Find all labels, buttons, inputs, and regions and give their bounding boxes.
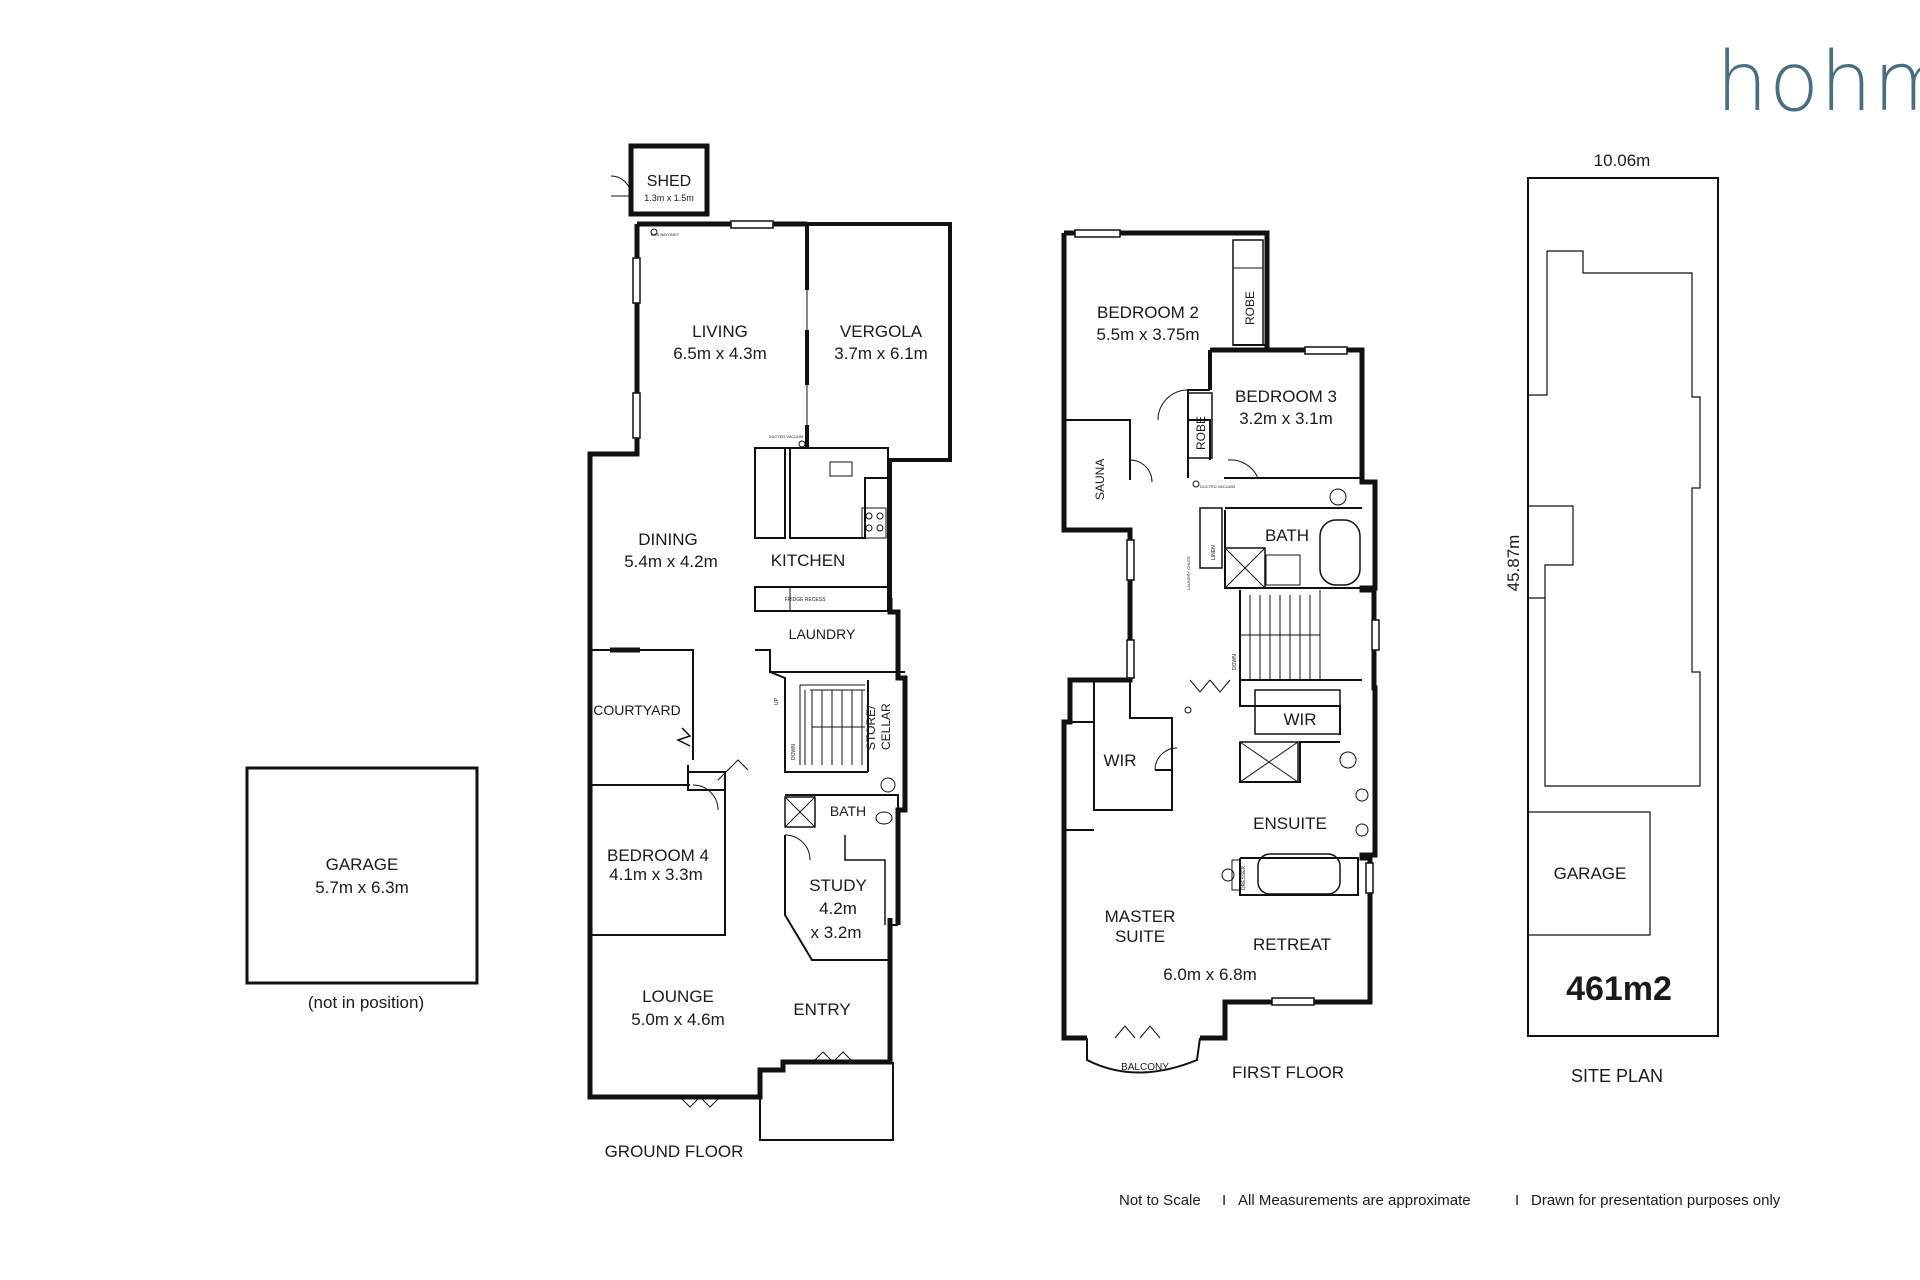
study-label: STUDY bbox=[809, 876, 867, 895]
footer-separator-2: I bbox=[1515, 1192, 1519, 1209]
site-depth-label: 45.87m bbox=[1504, 535, 1523, 592]
living-dims: 6.5m x 4.3m bbox=[673, 344, 767, 363]
balcony-label: BALCONY bbox=[1121, 1062, 1169, 1073]
bedroom3-robe-label: ROBE bbox=[1194, 416, 1208, 450]
footer-separator-1: I bbox=[1222, 1192, 1226, 1209]
site-plan-title: SITE PLAN bbox=[1571, 1066, 1663, 1086]
shed-dims: 1.3m x 1.5m bbox=[644, 193, 694, 203]
dining-dims: 5.4m x 4.2m bbox=[624, 552, 718, 571]
garage-label: GARAGE bbox=[326, 855, 399, 874]
retreat-label: RETREAT bbox=[1253, 935, 1331, 954]
stair-up-label: UP bbox=[774, 697, 780, 705]
master-dims: 6.0m x 6.8m bbox=[1163, 965, 1257, 984]
site-area-label: 461m2 bbox=[1566, 970, 1672, 1008]
ducted-vacuum-icon bbox=[798, 440, 806, 448]
ground-bath-label: BATH bbox=[830, 803, 866, 819]
dresser-label: DRESSER bbox=[1241, 865, 1247, 890]
gas-bayonet-icon bbox=[650, 228, 658, 236]
sauna-label: SAUNA bbox=[1093, 459, 1107, 500]
bedroom2-label: BEDROOM 2 bbox=[1097, 303, 1199, 322]
wir-left-label: WIR bbox=[1103, 751, 1136, 770]
ensuite-label: ENSUITE bbox=[1253, 814, 1327, 833]
linen-label: LINEN bbox=[1211, 545, 1217, 560]
laundry-label: LAUNDRY bbox=[789, 626, 856, 642]
detached-garage: GARAGE 5.7m x 6.3m (not in position) bbox=[245, 766, 479, 1012]
garage-dims: 5.7m x 6.3m bbox=[315, 878, 409, 897]
ground-floor-title: GROUND FLOOR bbox=[605, 1142, 744, 1161]
first-floor-plan bbox=[1061, 229, 1380, 1074]
study-dims-1: 4.2m bbox=[819, 899, 857, 918]
vergola-dims: 3.7m x 6.1m bbox=[834, 344, 928, 363]
store-label: STORE/ bbox=[864, 705, 878, 750]
first-floor-title: FIRST FLOOR bbox=[1232, 1063, 1344, 1082]
site-width-label: 10.06m bbox=[1594, 151, 1651, 170]
ground-floor-plan bbox=[587, 143, 952, 1141]
bedroom2-robe-label: ROBE bbox=[1243, 291, 1257, 325]
bedroom3-label: BEDROOM 3 bbox=[1235, 387, 1337, 406]
site-garage-label: GARAGE bbox=[1554, 864, 1627, 883]
laundry-chute-label: LAUNDRY CHUTE bbox=[1186, 556, 1191, 590]
bedroom4-label: BEDROOM 4 bbox=[607, 846, 709, 865]
shed-label: SHED bbox=[647, 173, 691, 190]
study-dims-2: x 3.2m bbox=[810, 923, 861, 942]
living-label: LIVING bbox=[692, 322, 748, 341]
ff-stair-down-label: DOWN bbox=[1232, 654, 1238, 670]
site-plan bbox=[1527, 177, 1719, 1037]
dining-label: DINING bbox=[638, 530, 698, 549]
bedroom3-dims: 3.2m x 3.1m bbox=[1239, 409, 1333, 428]
footer-approximate: All Measurements are approximate bbox=[1238, 1192, 1471, 1209]
bedroom2-dims: 5.5m x 3.75m bbox=[1097, 325, 1200, 344]
vergola-label: VERGOLA bbox=[840, 322, 923, 341]
master-label-2: SUITE bbox=[1115, 927, 1165, 946]
site-plan-labels: 10.06m 45.87m GARAGE 461m2 SITE PLAN bbox=[1504, 151, 1672, 1086]
courtyard-label: COURTYARD bbox=[593, 702, 680, 718]
ff-ducted-vacuum-label: DUCTED VACUUM bbox=[1200, 484, 1235, 489]
gas-bayonet-label: GAS BAYONET bbox=[651, 232, 680, 237]
footer-not-to-scale: Not to Scale bbox=[1119, 1192, 1201, 1209]
cellar-label: CELLAR bbox=[879, 703, 893, 750]
footer-presentation: Drawn for presentation purposes only bbox=[1531, 1192, 1781, 1209]
master-label-1: MASTER bbox=[1105, 907, 1176, 926]
lounge-dims: 5.0m x 4.6m bbox=[631, 1010, 725, 1029]
ff-bath-label: BATH bbox=[1265, 526, 1309, 545]
first-floor-labels: BEDROOM 2 5.5m x 3.75m ROBE BEDROOM 3 3.… bbox=[1093, 291, 1344, 1082]
lounge-label: LOUNGE bbox=[642, 987, 714, 1006]
brand-logo: hohm bbox=[1716, 35, 1920, 130]
kitchen-label: KITCHEN bbox=[771, 551, 846, 570]
fridge-recess-label: FRIDGE RECESS bbox=[785, 597, 827, 603]
ground-floor-labels: SHED 1.3m x 1.5m GAS BAYONET LIVING 6.5m… bbox=[593, 173, 927, 1161]
garage-note: (not in position) bbox=[308, 993, 424, 1012]
stair-down-label: DOWN bbox=[791, 744, 797, 760]
footer-disclaimer: Not to Scale I All Measurements are appr… bbox=[1119, 1192, 1781, 1209]
entry-label: ENTRY bbox=[793, 1000, 850, 1019]
ducted-vacuum-label: DUCTED VACUUM bbox=[769, 434, 804, 439]
ff-ducted-vacuum-icon bbox=[1192, 480, 1200, 488]
bedroom4-dims: 4.1m x 3.3m bbox=[609, 865, 703, 884]
wir-right-label: WIR bbox=[1283, 710, 1316, 729]
